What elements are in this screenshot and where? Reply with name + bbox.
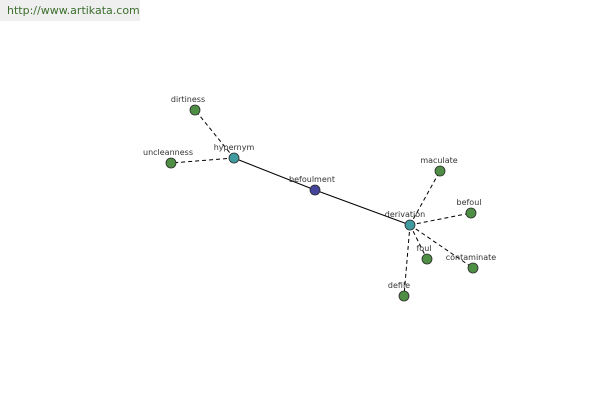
edge-hypernym-uncleanness <box>170 157 235 164</box>
node-maculate[interactable]: maculate <box>420 156 458 177</box>
node-label-hypernym[interactable]: hypernym <box>214 143 255 152</box>
node-dirtiness[interactable]: dirtiness <box>171 95 205 116</box>
edge-befoulment-derivation <box>314 189 411 226</box>
node-defile[interactable]: defile <box>388 281 410 302</box>
edges-layer <box>170 109 474 297</box>
edge-derivation-befoul <box>409 212 472 226</box>
node-label-uncleanness[interactable]: uncleanness <box>143 148 193 157</box>
node-foul[interactable]: foul <box>416 244 433 265</box>
node-derivation[interactable]: derivation <box>385 210 425 231</box>
edge-derivation-defile <box>403 224 411 297</box>
edge-derivation-foul <box>409 224 428 260</box>
node-circle-befoul[interactable] <box>465 207 477 219</box>
node-label-maculate[interactable]: maculate <box>420 156 457 165</box>
node-label-foul[interactable]: foul <box>416 244 431 253</box>
node-circle-hypernym[interactable] <box>228 152 240 164</box>
node-label-defile[interactable]: defile <box>388 281 410 290</box>
node-circle-dirtiness[interactable] <box>189 104 201 116</box>
node-circle-defile[interactable] <box>398 290 410 302</box>
node-befoul[interactable]: befoul <box>456 198 482 219</box>
node-contaminate[interactable]: contaminate <box>446 253 497 274</box>
node-circle-befoulment[interactable] <box>309 184 321 196</box>
nodes-layer: befoulment hypernym derivation dirtiness unc… <box>143 95 497 302</box>
node-label-derivation[interactable]: derivation <box>385 210 425 219</box>
edge-befoulment-hypernym <box>233 157 316 191</box>
node-circle-maculate[interactable] <box>434 165 446 177</box>
node-circle-derivation[interactable] <box>404 219 416 231</box>
node-circle-uncleanness[interactable] <box>165 157 177 169</box>
edge-derivation-maculate <box>409 170 441 226</box>
node-hypernym[interactable]: hypernym <box>214 143 255 164</box>
node-label-befoulment[interactable]: befoulment <box>289 175 335 184</box>
node-befoulment[interactable]: befoulment <box>289 175 335 196</box>
node-label-dirtiness[interactable]: dirtiness <box>171 95 205 104</box>
site-url-link[interactable]: http://www.artikata.com <box>0 0 140 21</box>
node-uncleanness[interactable]: uncleanness <box>143 148 193 169</box>
node-circle-foul[interactable] <box>421 253 433 265</box>
node-label-contaminate[interactable]: contaminate <box>446 253 497 262</box>
edge-hypernym-dirtiness <box>194 109 235 159</box>
node-label-befoul[interactable]: befoul <box>456 198 481 207</box>
edge-derivation-contaminate <box>409 224 474 269</box>
node-circle-contaminate[interactable] <box>467 262 479 274</box>
